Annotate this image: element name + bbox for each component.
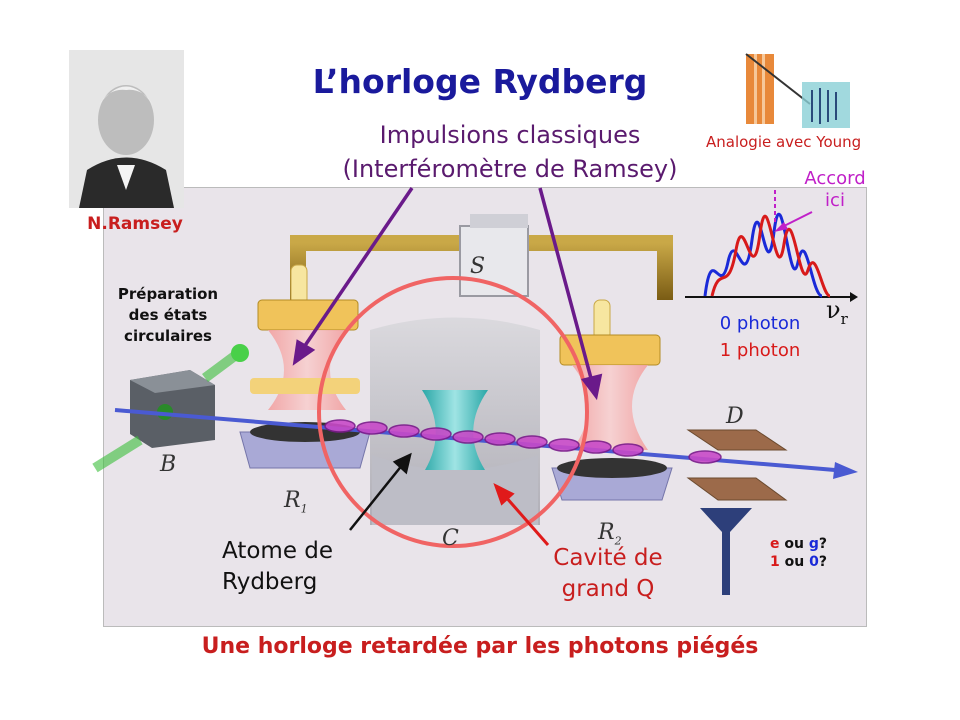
axis-subscript: r: [840, 309, 848, 328]
preparation-label: Préparation des états circulaires: [108, 284, 228, 347]
label-r1-sub: 1: [300, 502, 308, 516]
axis-label: νr: [826, 296, 848, 328]
state-q-2: ?: [818, 554, 827, 570]
state-1: 1: [770, 554, 780, 570]
cavite-label: Cavité de grand Q: [538, 543, 678, 605]
state-ou-1: ou: [779, 536, 809, 552]
prep-line-3: circulaires: [124, 327, 212, 345]
cavite-line-2: grand Q: [561, 576, 655, 602]
footer-caption: Une horloge retardée par les photons pié…: [201, 634, 759, 659]
fringe-plot: [685, 190, 858, 302]
impulse-line-2: (Interféromètre de Ramsey): [342, 155, 678, 183]
atome-label: Atome de Rydberg: [222, 536, 372, 598]
atome-line-1: Atome de: [222, 538, 334, 564]
young-analogy-thumbnail: [740, 52, 852, 130]
label-d: D: [726, 404, 744, 429]
label-b: B: [160, 452, 177, 477]
state-question-line-2: 1 ou 0?: [770, 553, 827, 571]
detector-d: [686, 429, 788, 595]
atome-line-2: Rydberg: [222, 569, 318, 595]
cavite-arrow: [493, 482, 550, 546]
cavity-highlight-circle: [317, 276, 589, 548]
label-r1: R1: [284, 488, 308, 515]
label-r2: R2: [598, 520, 622, 547]
state-e: e: [770, 536, 780, 552]
accord-label: Accord ici: [790, 168, 880, 212]
label-r2-sub: 2: [614, 534, 622, 548]
state-g: g: [808, 536, 819, 552]
label-c: C: [442, 526, 459, 551]
atome-arrow: [349, 452, 412, 531]
state-question-line-1: e ou g?: [770, 535, 827, 553]
state-0: 0: [809, 554, 819, 570]
oven-box-b: [92, 344, 249, 473]
impulse-line-1: Impulsions classiques: [379, 121, 641, 149]
state-q-1: ?: [818, 536, 827, 552]
label-r1-letter: R: [284, 488, 301, 513]
young-caption: Analogie avec Young: [706, 133, 862, 151]
legend-1-photon: 1 photon: [719, 340, 801, 361]
page-title: L’horloge Rydberg: [312, 62, 648, 101]
label-r2-letter: R: [598, 520, 615, 545]
accord-line-1: Accord: [804, 168, 866, 189]
source-s-box: [459, 214, 529, 297]
legend-0-photon: 0 photon: [719, 313, 801, 334]
accord-line-2: ici: [825, 190, 845, 211]
ramsey-zone-r2: [551, 299, 673, 501]
impulse-arrows: [292, 187, 603, 401]
cavity-c: [370, 317, 540, 525]
state-ou-2: ou: [779, 554, 810, 570]
axis-symbol: ν: [826, 296, 841, 324]
atom-chain: [324, 419, 722, 464]
ramsey-portrait: [69, 50, 184, 208]
prep-line-1: Préparation: [117, 285, 219, 303]
cavite-line-1: Cavité de: [553, 545, 663, 571]
ramsey-zone-r1: [239, 264, 371, 469]
portrait-caption: N.Ramsey: [87, 214, 183, 234]
state-question: e ou g? 1 ou 0?: [770, 535, 827, 571]
label-s: S: [470, 254, 486, 279]
prep-line-2: des états: [128, 306, 208, 324]
